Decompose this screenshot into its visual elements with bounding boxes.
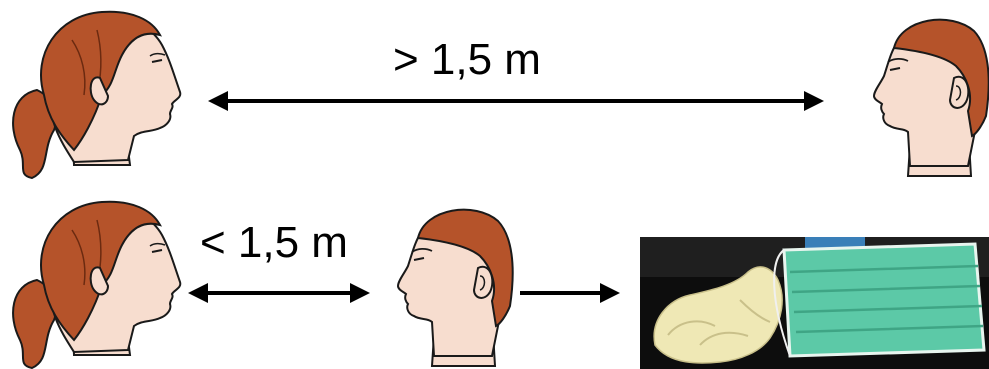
mask-and-gloves-photo: [640, 237, 989, 369]
woman-head-icon: [12, 200, 182, 369]
distance-label-greater: > 1,5 m: [393, 35, 541, 84]
woman-head-icon: [12, 10, 182, 180]
man-head-icon: [397, 208, 514, 367]
distance-label-less: < 1,5 m: [200, 218, 348, 267]
man-head-icon: [873, 18, 989, 177]
